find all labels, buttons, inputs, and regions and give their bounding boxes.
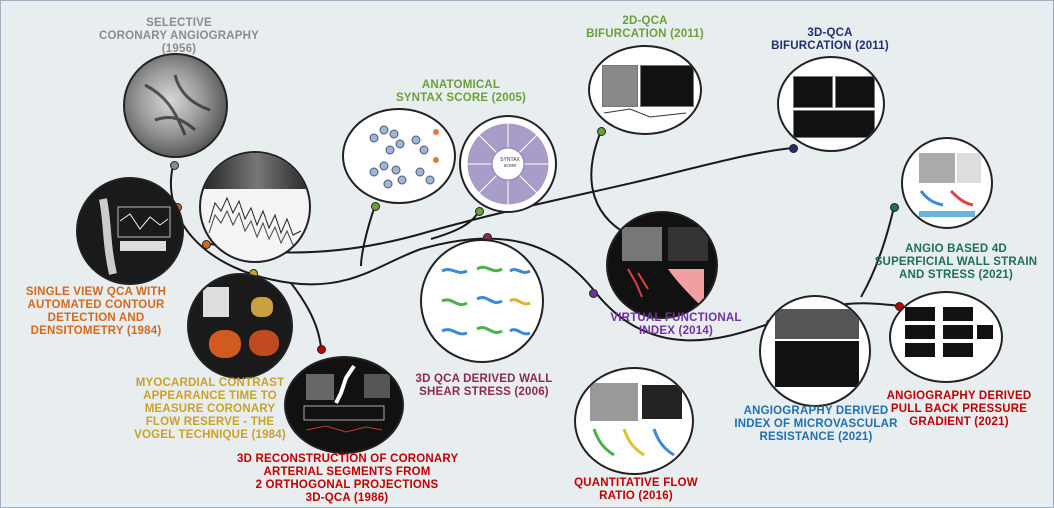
syntax-score-center-label: SYNTAX score xyxy=(500,157,520,169)
dot-single-view-qca-2 xyxy=(201,239,211,249)
dot-syntax-left xyxy=(370,201,380,211)
reconstruction-vessel xyxy=(303,364,385,433)
image-3d-qca-bifurcation xyxy=(777,56,885,152)
branch-syntax-left xyxy=(360,205,376,267)
dot-selective-angiography xyxy=(169,160,179,170)
image-selective-angiography xyxy=(123,53,228,158)
angiogram-vessels xyxy=(144,74,211,136)
qfr-plots xyxy=(592,428,675,457)
dot-virtual-functional xyxy=(588,288,598,298)
wall-strain-plots xyxy=(919,189,975,217)
syntax-tree-diagram xyxy=(369,125,439,189)
dot-wall-strain xyxy=(889,202,899,212)
densitometry-plot xyxy=(208,196,302,246)
vfi-plots xyxy=(627,268,704,309)
image-quantitative-flow-ratio xyxy=(574,367,694,475)
branch-wall-strain xyxy=(860,206,895,298)
image-syntax-wheel: SYNTAX score xyxy=(459,115,557,213)
dot-3d-reconstruction xyxy=(316,344,326,354)
image-3d-reconstruction xyxy=(284,356,404,454)
image-imr-angiography xyxy=(759,295,871,407)
image-4d-wall-strain xyxy=(901,137,993,229)
image-pull-back-pressure xyxy=(889,291,1003,383)
syntax-score-wheel xyxy=(466,122,550,206)
image-2d-qca-bifurcation xyxy=(588,45,702,135)
dot-syntax-right xyxy=(474,206,484,216)
dot-2d-qca xyxy=(596,126,606,136)
image-syntax-tree xyxy=(342,108,456,204)
image-myocardial-contrast xyxy=(187,273,293,379)
qca-plot xyxy=(99,198,171,275)
branch-3d-reconstruction xyxy=(290,282,322,350)
image-wall-shear-stress xyxy=(420,239,544,363)
image-densitometry xyxy=(199,151,311,263)
wall-shear-plots xyxy=(441,265,531,336)
image-single-view-qca xyxy=(76,177,184,285)
image-virtual-functional-index xyxy=(606,211,718,319)
dot-3d-qca xyxy=(788,143,798,153)
